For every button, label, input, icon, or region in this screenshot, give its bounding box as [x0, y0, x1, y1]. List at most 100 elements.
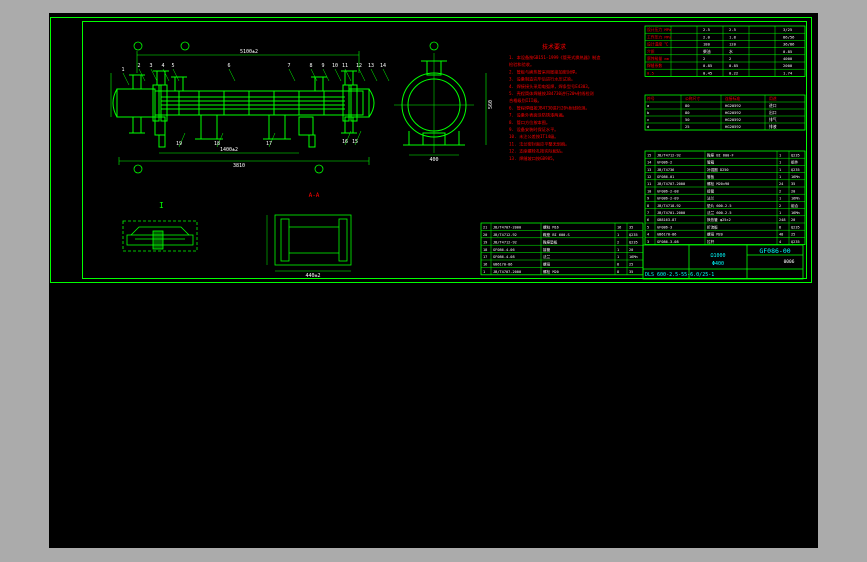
bom-cell: 8	[647, 204, 649, 208]
side-dim-right: 560	[488, 100, 494, 109]
bom-cell: Q235	[629, 233, 638, 237]
bom-cell: 16Mn	[791, 197, 800, 201]
bom-cell: 螺母 M20	[707, 232, 723, 237]
detail-label: I	[159, 201, 164, 210]
bom-cell: 鞍座 BI 600-S	[543, 232, 570, 237]
bom-cell: GB6170-86	[657, 233, 676, 237]
balloon-label: 2	[137, 63, 140, 69]
bom-cell: 14	[647, 161, 651, 165]
nozzle-cell: c	[647, 117, 649, 122]
bom-cell: 组件	[791, 160, 799, 165]
bom-cell: 6	[647, 218, 649, 222]
dim-bottom-2: 1400±2	[220, 147, 238, 153]
design-cell: 3/25	[783, 27, 792, 32]
design-cell: 0.85	[729, 63, 738, 68]
note-line: 13. 焊缝坡口按GB985。	[509, 155, 557, 162]
bom-cell: 16	[617, 226, 621, 230]
bom-cell: 2	[617, 240, 619, 244]
title-line-2: Φ400	[712, 261, 724, 267]
bom-cell: 接管	[707, 188, 715, 193]
bom-cell: GF086-2-09	[657, 197, 679, 201]
bom-cell: GF086-4-08	[493, 255, 515, 259]
bom-cell: 12	[647, 175, 651, 179]
bom-cell: 4	[647, 233, 649, 237]
balloon-leader	[344, 130, 352, 146]
balloon-label: 9	[321, 63, 324, 69]
bom-cell: 拉杆	[707, 239, 715, 244]
note-line: 2. 管板与换热管采用胀接加密封焊。	[509, 68, 579, 75]
balloon-label: 19	[176, 141, 182, 147]
design-cell: 2	[729, 56, 731, 61]
bom-cell: 35	[629, 270, 633, 274]
bom-cell: 法兰	[707, 196, 715, 201]
bom-cell: 18	[483, 248, 487, 252]
sheet-outer-border	[50, 17, 812, 283]
bom-cell: 20	[791, 218, 795, 222]
bom-cell: 11	[647, 182, 651, 186]
balloon-label: 12	[356, 63, 362, 69]
bom-cell: GF086-4-06	[493, 248, 515, 252]
balloon-label: 15	[352, 139, 358, 145]
bom-cell: JB/T4736	[657, 168, 674, 172]
notes-title: 技术要求	[542, 43, 566, 51]
bom-cell: 2	[779, 189, 781, 193]
design-cell: 0.5	[647, 70, 654, 75]
bom-cell: 3	[647, 240, 649, 244]
nozzle-cell: 80	[685, 103, 690, 108]
bom-cell: JB/T4707-2000	[657, 182, 685, 186]
design-cell: 0.85	[783, 49, 792, 54]
note-line: 11. 法兰密封面应平整无划痕。	[509, 140, 569, 147]
balloon-leader	[122, 72, 130, 86]
balloon-leader	[310, 68, 318, 82]
nozzle-cell: 符号	[647, 96, 655, 101]
nozzle-cell: 公称尺寸	[685, 96, 700, 101]
bom-cell: 鞍座垫板	[543, 239, 558, 244]
design-cell: 水	[729, 49, 733, 54]
bom-cell: 25	[629, 263, 633, 267]
design-cell: 1.74	[783, 70, 793, 75]
note-line: 12. 支座螺栓孔按实际配钻。	[509, 148, 565, 155]
balloon-label: 6	[227, 63, 230, 69]
design-cell: 4000	[783, 56, 793, 61]
bom-cell: 管板	[707, 174, 715, 179]
bom-cell: 19	[483, 240, 487, 244]
design-cell: 1.8	[729, 34, 737, 39]
nozzle-cell: a	[647, 103, 649, 108]
plan-dim-bottom: 440±2	[305, 273, 320, 279]
dim-bottom-1: 3810	[233, 163, 245, 169]
balloon-leader	[288, 68, 296, 82]
equipment-code: DLS 600-2.5-55-6.0/25-1	[645, 272, 714, 278]
bom-cell: 16Mn	[629, 255, 638, 259]
design-cell: 120	[729, 42, 737, 47]
bom-cell: 7	[647, 211, 649, 215]
bom-cell: 1	[779, 161, 781, 165]
datum-circle-b	[180, 41, 190, 51]
bom-cell: 螺栓 M20×90	[707, 181, 729, 186]
datum-circle-c	[133, 164, 143, 174]
bom-cell: 35	[791, 182, 795, 186]
sheet-inner-border	[82, 21, 807, 279]
design-cell: 2000	[783, 63, 793, 68]
design-cell: 2.0	[703, 34, 711, 39]
bom-cell: 13	[647, 168, 651, 172]
bom-cell: 1	[617, 255, 619, 259]
nozzle-cell: HG20592	[725, 110, 741, 115]
nozzle-cell: 出口	[769, 110, 777, 115]
balloon-label: 18	[214, 141, 220, 147]
bom-cell: 1	[779, 168, 781, 172]
bom-cell: 25	[791, 233, 795, 237]
bom-cell: 8	[617, 270, 619, 274]
balloon-label: 17	[266, 141, 272, 147]
balloon-leader	[354, 130, 362, 146]
balloon-label: 7	[287, 63, 290, 69]
design-cell: 36/86	[783, 42, 795, 47]
note-line: 6. 管程焊缝按JB4730进行20%射线检测。	[509, 104, 590, 111]
nozzle-cell: d	[647, 124, 649, 129]
bom-cell: 24	[779, 182, 783, 186]
note-line: 4. 焊接接头采用电弧焊，焊条型号E4303。	[509, 83, 592, 90]
design-cell: 2.5	[703, 27, 710, 32]
nozzle-cell: HG20592	[725, 124, 741, 129]
bom-cell: GF086-3	[657, 225, 672, 229]
